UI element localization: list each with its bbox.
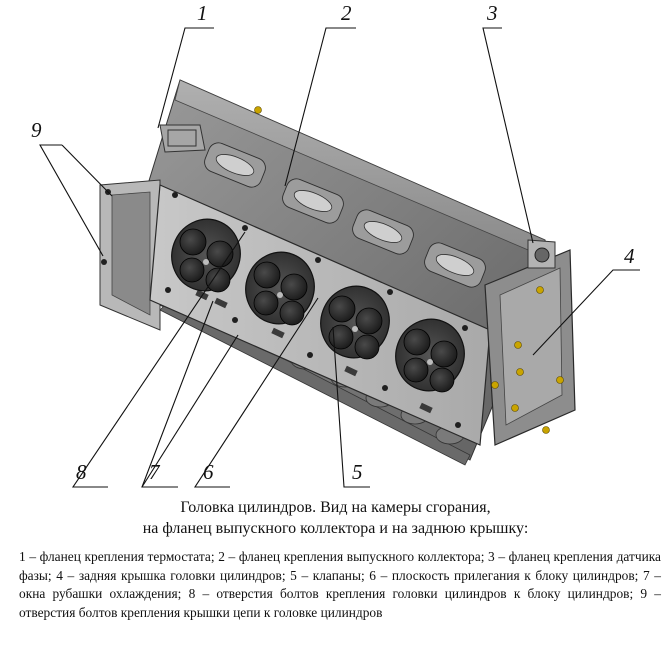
callout-8: 8 (76, 460, 87, 484)
thermostat-flange (159, 124, 206, 153)
exhaust-flange (204, 142, 486, 288)
callout-5: 5 (352, 460, 363, 484)
figure-caption: Головка цилиндров. Вид на камеры сгорани… (0, 497, 671, 539)
phase-sensor-flange (527, 239, 556, 269)
callout-6: 6 (203, 460, 214, 484)
caption-line-1: Головка цилиндров. Вид на камеры сгорани… (180, 499, 491, 516)
chain-cover-flange (99, 179, 161, 331)
cylinder-head-illustration (39, 27, 640, 488)
combustion-chambers (171, 218, 465, 393)
callout-4: 4 (624, 244, 635, 268)
callout-3: 3 (487, 1, 498, 25)
caption-line-2: на фланец выпускного коллектора и на зад… (142, 520, 529, 537)
callout-2: 2 (341, 1, 352, 25)
callout-1: 1 (197, 1, 208, 25)
leader-lines (39, 27, 640, 488)
callout-7: 7 (149, 460, 160, 484)
callout-9: 9 (31, 118, 42, 142)
figure-legend: 1 – фланец крепления термостата; 2 – фла… (19, 549, 661, 620)
